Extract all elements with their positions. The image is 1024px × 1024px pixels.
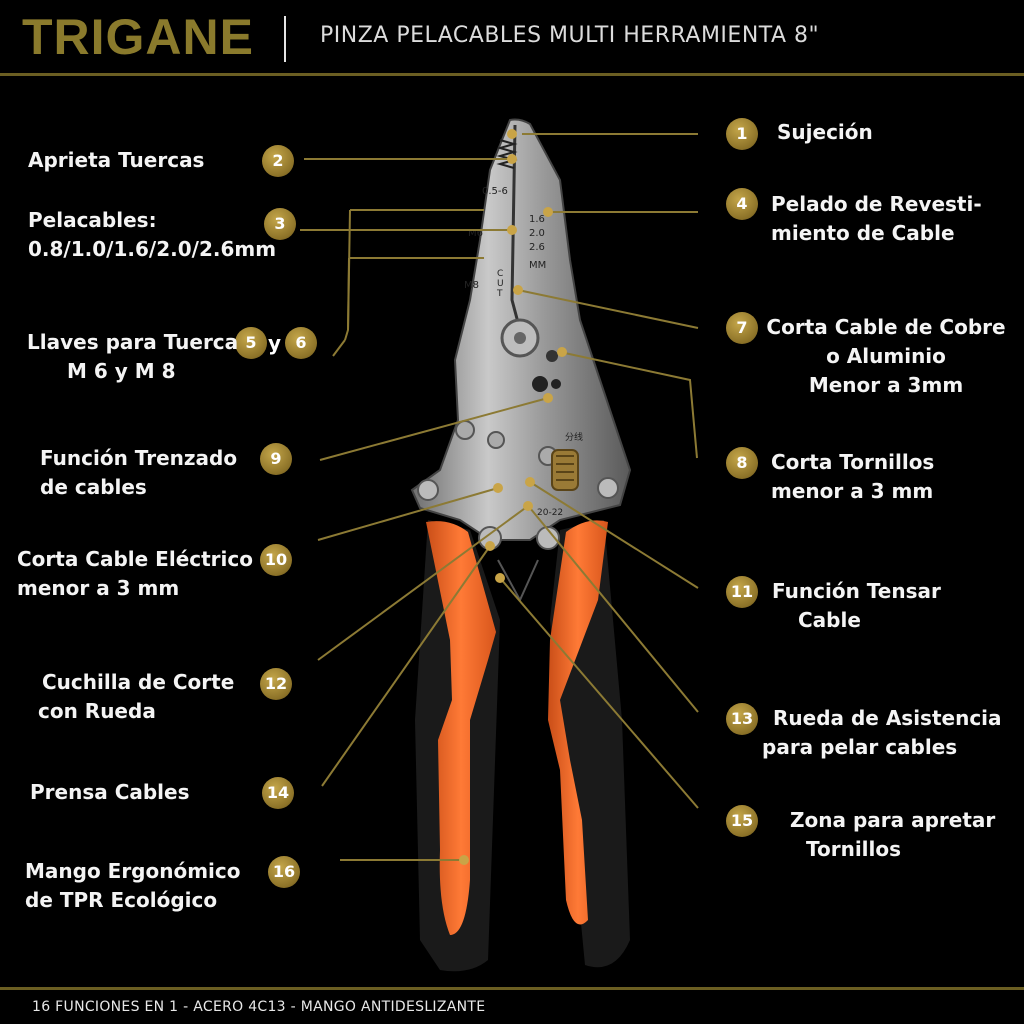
footer-text: 16 FUNCIONES EN 1 - ACERO 4C13 - MANGO A… [32, 999, 486, 1015]
badge-16: 16 [268, 856, 300, 888]
badge-7: 7 [726, 312, 758, 344]
leader-11 [529, 481, 699, 589]
badge-15: 15 [726, 805, 758, 837]
feature-label-14: Prensa Cables [30, 780, 190, 804]
feature-label-11: Función Tensar Cable [772, 579, 941, 632]
header: TRIGANE PINZA PELACABLES MULTI HERRAMIEN… [0, 0, 1024, 76]
badge-4: 4 [726, 188, 758, 220]
feature-label-7: Corta Cable de Cobre o Aluminio Menor a … [766, 315, 1006, 397]
badge-11: 11 [726, 576, 758, 608]
marking-cut-u: U [497, 279, 504, 289]
badge-10: 10 [260, 544, 292, 576]
feature-label-12: Cuchilla de Corte con Rueda [38, 670, 235, 723]
brand-logo: TRIGANE [22, 9, 254, 65]
leader-10 [317, 487, 499, 541]
feature-label-13: Rueda de Asistencia para pelar cables [762, 706, 1002, 759]
leader-lines [300, 133, 699, 861]
footer-rule [0, 987, 1024, 990]
marking-unit: MM [529, 260, 546, 271]
feature-label-4: Pelado de Revesti- miento de Cable [771, 192, 982, 245]
badge-8: 8 [726, 447, 758, 479]
marking-size-2: 2.0 [529, 228, 545, 239]
header-rule [0, 73, 1024, 76]
feature-label-3: Pelacables: 0.8/1.0/1.6/2.0/2.6mm [28, 208, 277, 261]
marking-gauge: 0.5-6 [482, 186, 508, 197]
right-handle-orange [548, 520, 608, 925]
badge-joiner: y [268, 331, 282, 355]
marking-cut-t: T [496, 289, 503, 299]
leader-9 [319, 397, 549, 461]
leader-12 [317, 505, 529, 661]
leader-7 [517, 289, 699, 329]
badge-9: 9 [260, 443, 292, 475]
marking-size-1: 1.6 [529, 214, 545, 225]
left-handle-orange [426, 521, 496, 935]
badge-13: 13 [726, 703, 758, 735]
badge-2: 2 [262, 145, 294, 177]
header-divider [284, 16, 286, 62]
marking-cut-c: C [497, 269, 503, 279]
badge-12: 12 [260, 668, 292, 700]
feature-label-8: Corta Tornillos menor a 3 mm [771, 450, 935, 503]
leader-8 [559, 351, 698, 459]
leader-13 [529, 507, 699, 713]
feature-label-16: Mango Ergonómico de TPR Ecológico [25, 859, 241, 912]
badge-5: 5 [235, 327, 267, 359]
feature-label-2: Aprieta Tuercas [28, 148, 205, 172]
badge-1: 1 [726, 118, 758, 150]
marking-size-3: 2.6 [529, 242, 545, 253]
feature-label-10: Corta Cable Eléctrico menor a 3 mm [17, 547, 253, 600]
marking-crimp: 20-22 [537, 508, 563, 518]
badge-14: 14 [262, 777, 294, 809]
page-title: PINZA PELACABLES MULTI HERRAMIENTA 8" [320, 23, 820, 48]
marking-m6: M6 [468, 228, 483, 239]
badge-3: 3 [264, 208, 296, 240]
leader-14 [321, 545, 491, 787]
leader-dots [459, 129, 567, 865]
feature-label-1: Sujeción [777, 120, 873, 144]
marking-m8: M8 [464, 280, 479, 291]
feature-label-15: Zona para apretar Tornillos [790, 808, 996, 861]
badge-6: 6 [285, 327, 317, 359]
feature-label-5-6: Llaves para Tuerca M 6 y M 8 [27, 330, 239, 383]
marking-split: 分线 [565, 431, 583, 443]
leader-15 [499, 577, 699, 809]
feature-label-9: Función Trenzado de cables [40, 446, 238, 499]
